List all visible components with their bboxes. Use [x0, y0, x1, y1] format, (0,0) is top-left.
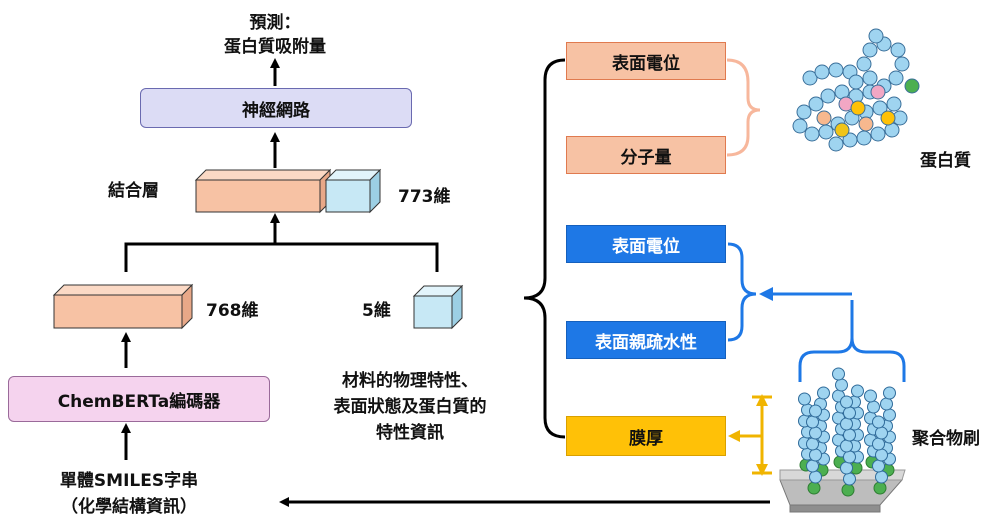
input-line2: （化學結構資訊）	[61, 497, 197, 517]
brush-bead	[872, 437, 885, 451]
brush-bead	[806, 459, 819, 473]
brush-bead	[809, 426, 822, 440]
protein-surface-potential-box: 表面電位	[566, 42, 726, 80]
brush-surface-potential-box: 表面電位	[566, 225, 726, 263]
input-line1: 單體SMILES字串	[59, 471, 199, 491]
brush-bead	[843, 450, 856, 464]
brush-bead	[872, 459, 885, 473]
protein-molecular-weight-box: 分子量	[566, 136, 726, 174]
brush-bead	[883, 386, 896, 400]
features-desc-line1: 材料的物理特性、	[342, 371, 478, 391]
brush-bead	[809, 448, 822, 462]
brush-bead	[867, 400, 880, 414]
brush-bead	[875, 448, 888, 462]
embedding-dim-label: 768維	[206, 301, 259, 321]
concat-dim-label: 773維	[398, 187, 451, 207]
protein-label: 蛋白質	[920, 151, 971, 171]
neural-network-box: 神經網路	[140, 88, 412, 128]
concat-layer-label: 結合層	[108, 181, 159, 201]
brush-anchor	[841, 483, 855, 497]
features-brace	[523, 58, 566, 439]
features-desc-line2: 表面狀態及蛋白質的	[333, 397, 487, 417]
polymer-brush-label: 聚合物刷	[912, 429, 980, 449]
brush-bead	[806, 415, 819, 429]
brush-anchor	[807, 481, 821, 495]
brush-bead	[883, 408, 896, 422]
embedding-cube	[52, 283, 194, 330]
feature-dim-label: 5維	[362, 301, 391, 321]
brush-bead	[872, 415, 885, 429]
concat-blue-cube	[324, 168, 382, 214]
polymer-brush-icon	[779, 367, 906, 513]
brush-bead	[875, 470, 888, 484]
brush-bead	[840, 439, 853, 453]
brush-bead	[809, 470, 822, 484]
brush-bead	[832, 367, 845, 381]
protein-brace	[726, 58, 761, 157]
brush-bead	[875, 426, 888, 440]
brush-bead	[840, 461, 853, 475]
brush-bead	[817, 386, 830, 400]
brush-bead	[806, 437, 819, 451]
concat-orange-cube	[194, 168, 332, 214]
brush-bead	[809, 404, 822, 418]
brush-bead	[798, 392, 811, 406]
film-thickness-box: 膜厚	[566, 416, 726, 456]
brush-bead	[843, 472, 856, 486]
brush-hydrophobicity-box: 表面親疏水性	[566, 321, 726, 359]
brush-bead	[843, 428, 856, 442]
brush-bead	[835, 378, 848, 392]
brush-bead	[840, 395, 853, 409]
brush-bead	[843, 406, 856, 420]
brush-bracket	[727, 242, 757, 342]
features-desc-line3: 特性資訊	[376, 423, 444, 443]
prediction-line2: 蛋白質吸附量	[224, 37, 326, 57]
brush-bead	[840, 417, 853, 431]
prediction-line1: 預測：	[249, 13, 301, 33]
brush-anchor	[873, 481, 887, 495]
encoder-box: ChemBERTa編碼器	[8, 376, 270, 422]
feature-cube	[412, 284, 464, 330]
brush-bead	[880, 397, 893, 411]
brush-bead	[851, 384, 864, 398]
brush-bead	[864, 389, 877, 403]
merge-bracket	[124, 242, 439, 272]
brush-top-bracket	[798, 300, 906, 382]
protein-molecule-icon	[792, 28, 920, 152]
